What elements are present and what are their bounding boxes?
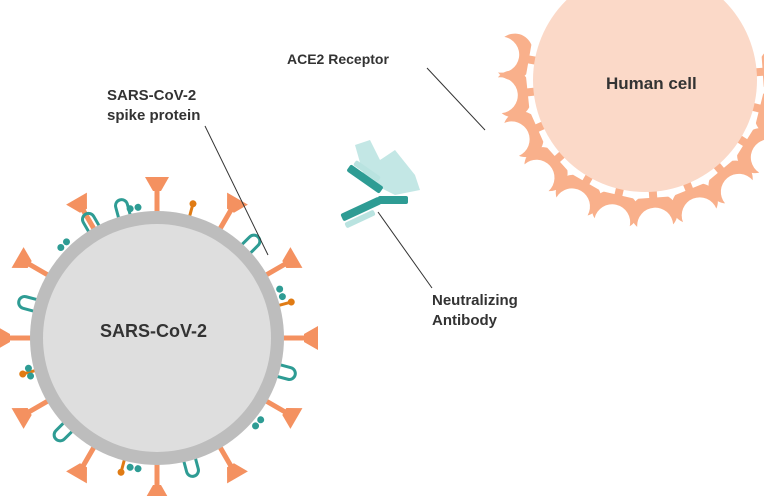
spike-protein <box>217 445 248 484</box>
ace2-leader-line <box>426 67 486 131</box>
antibody-label-line-1: Neutralizing <box>432 292 518 309</box>
antibody-stem <box>378 196 408 204</box>
spike-label-line-2: spike protein <box>107 106 201 124</box>
membrane-protein <box>126 203 142 213</box>
antibody-label: Neutralizing Antibody <box>432 291 518 330</box>
virus-label: SARS-CoV-2 <box>100 321 208 341</box>
envelope-protein <box>277 298 295 308</box>
membrane-protein <box>17 295 39 313</box>
membrane-protein <box>275 363 297 381</box>
spike-protein <box>264 398 303 429</box>
membrane-protein <box>52 421 74 443</box>
human-cell-group <box>497 0 764 227</box>
membrane-protein <box>114 198 132 220</box>
spike-protein <box>217 192 248 231</box>
human-cell-body <box>533 0 757 192</box>
envelope-protein <box>187 200 197 218</box>
antibody-heavy-chain <box>347 165 383 193</box>
spike-leader-line <box>204 125 269 256</box>
antibody-light-chain <box>344 210 376 228</box>
ace2-receptor-label: ACE2 Receptor <box>287 51 389 67</box>
spike-protein <box>11 247 50 278</box>
membrane-protein <box>81 211 101 234</box>
membrane-protein <box>252 416 265 430</box>
spike-protein <box>264 247 303 278</box>
spike-protein <box>11 398 50 429</box>
antibody-light-chain <box>353 160 381 182</box>
membrane-protein <box>126 463 142 473</box>
virus-group <box>0 177 318 496</box>
leader-lines <box>204 67 486 289</box>
neutralizing-antibody <box>340 140 420 228</box>
envelope-protein <box>117 458 127 476</box>
spike-protein <box>146 463 168 496</box>
spike-protein <box>145 177 169 213</box>
virus-core <box>43 224 271 452</box>
envelope-protein <box>19 368 37 378</box>
membrane-protein <box>182 456 200 478</box>
membrane-protein <box>240 233 262 255</box>
antibody-heavy-chain <box>340 197 382 221</box>
membrane-protein <box>57 238 70 251</box>
human-cell-label: Human cell <box>606 74 697 93</box>
membrane-protein <box>24 364 35 380</box>
spike-protein <box>66 445 97 484</box>
antibody-label-line-2: Antibody <box>432 311 497 329</box>
antibody-leader-line <box>377 211 433 289</box>
membrane-protein <box>276 285 286 301</box>
spike-protein-label: SARS-CoV-2 spike protein <box>107 86 200 125</box>
spike-protein <box>282 326 318 350</box>
spike-label-line-1: SARS-CoV-2 <box>107 87 197 104</box>
spike-protein <box>0 326 32 350</box>
